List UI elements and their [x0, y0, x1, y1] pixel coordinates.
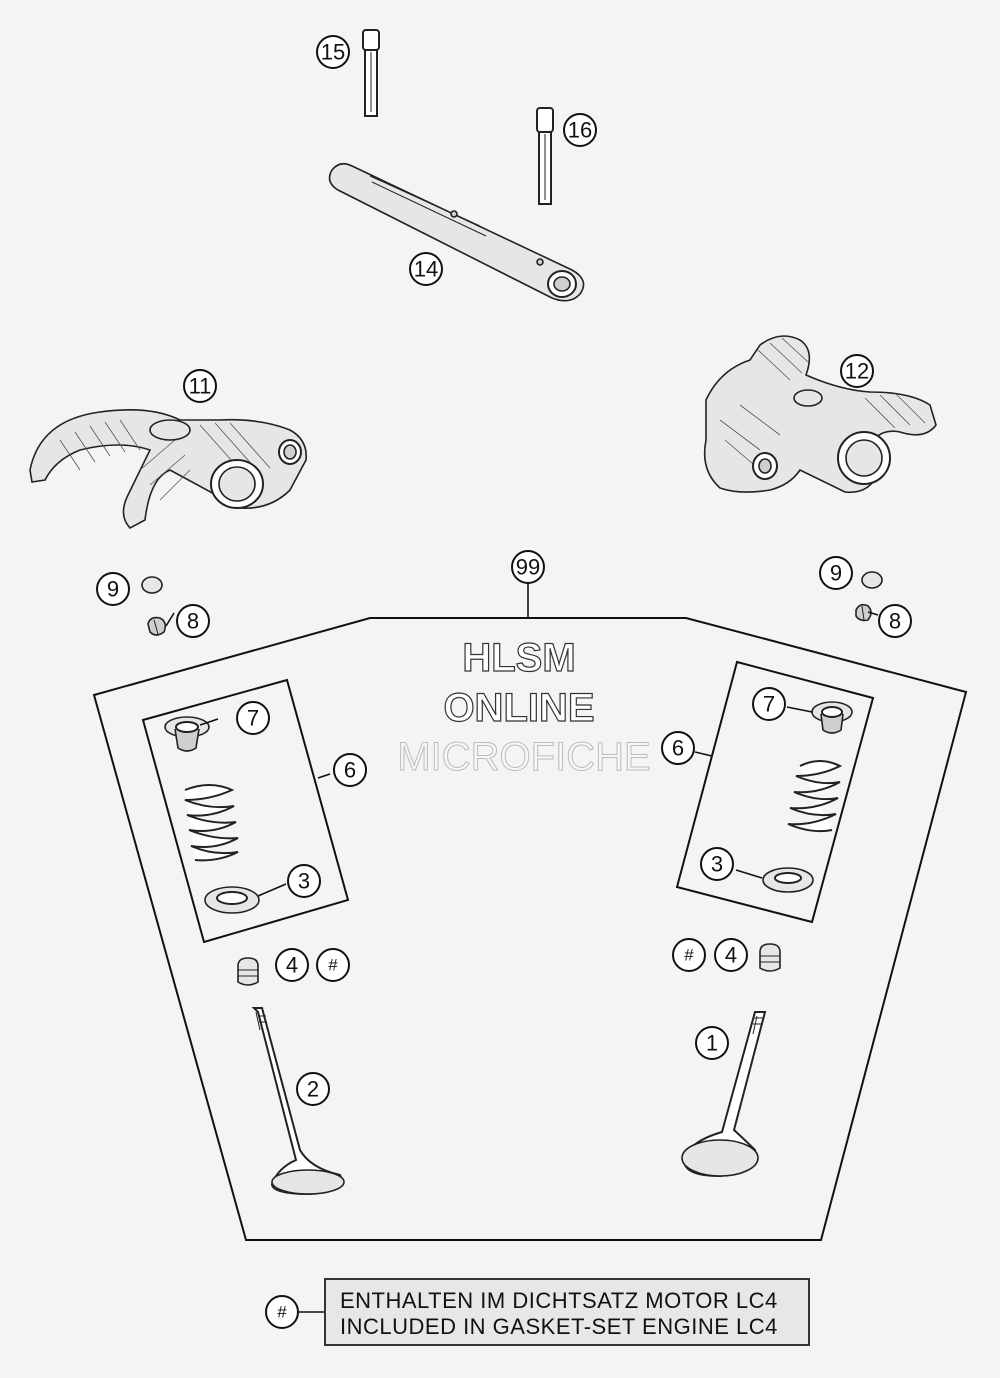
svg-text:#: # [684, 946, 694, 965]
svg-text:16: 16 [568, 118, 592, 143]
svg-text:3: 3 [711, 852, 723, 877]
watermark-line-2: ONLINE [443, 686, 594, 730]
bolt-16[interactable] [536, 107, 554, 205]
svg-text:2: 2 [307, 1077, 319, 1102]
callout-99: 99 [511, 550, 545, 584]
callout-8-left: 8 [176, 604, 210, 638]
cap-9-right[interactable] [861, 571, 883, 589]
valve-stem-seal-4-right[interactable] [759, 943, 781, 972]
legend-box: ENTHALTEN IM DICHTSATZ MOTOR LC4 INCLUDE… [324, 1278, 810, 1346]
kit-frame-99 [92, 582, 968, 1241]
callout-hash-left: # [316, 948, 350, 982]
watermark-line-1: HLSM [462, 636, 575, 680]
legend-line-german: ENTHALTEN IM DICHTSATZ MOTOR LC4 [340, 1288, 778, 1313]
callout-14: 14 [409, 252, 443, 286]
valve-spring-left[interactable] [184, 784, 239, 862]
svg-text:12: 12 [845, 359, 869, 384]
callout-16: 16 [563, 113, 597, 147]
callout-7-left: 7 [236, 701, 270, 735]
rocker-arm-12[interactable] [703, 335, 937, 494]
valve-spring-right[interactable] [787, 760, 843, 833]
collet-8-left[interactable] [147, 616, 167, 636]
callout-9-left: 9 [96, 572, 130, 606]
svg-text:9: 9 [107, 577, 119, 602]
spring-seat-3-right[interactable] [762, 867, 814, 893]
callout-9-right: 9 [819, 556, 853, 590]
callout-12: 12 [840, 354, 874, 388]
cap-9-left[interactable] [141, 576, 163, 594]
svg-text:8: 8 [187, 609, 199, 634]
svg-text:#: # [328, 956, 338, 975]
spring-set-frame-left [141, 678, 350, 944]
rocker-arm-11[interactable] [29, 408, 307, 529]
svg-text:6: 6 [672, 736, 684, 761]
callout-6-left: 6 [333, 753, 367, 787]
svg-text:11: 11 [189, 374, 212, 399]
svg-text:15: 15 [321, 40, 345, 65]
bolt-15[interactable] [362, 29, 380, 117]
callout-6-right: 6 [661, 731, 695, 765]
callout-15: 15 [316, 35, 350, 69]
callout-8-right: 8 [878, 604, 912, 638]
watermark: HLSM ONLINE MICROFICHE [397, 635, 651, 779]
spring-seat-3-left[interactable] [204, 886, 260, 914]
spring-retainer-7-left[interactable] [164, 716, 210, 752]
callout-7-right: 7 [752, 687, 786, 721]
svg-text:7: 7 [763, 692, 775, 717]
callout-hash-right: # [672, 938, 706, 972]
callout-1: 1 [695, 1026, 729, 1060]
leader-lines [165, 611, 879, 897]
callout-4-right: 4 [714, 938, 748, 972]
rocker-shaft-14[interactable] [328, 162, 585, 302]
callout-3-left: 3 [287, 864, 321, 898]
spring-retainer-7-right[interactable] [811, 701, 853, 734]
spring-set-frame-right [675, 660, 875, 924]
callout-11: 11 [183, 369, 217, 403]
svg-text:6: 6 [344, 758, 356, 783]
svg-text:3: 3 [298, 869, 310, 894]
callout-2: 2 [296, 1072, 330, 1106]
svg-text:9: 9 [830, 561, 842, 586]
svg-text:99: 99 [516, 555, 540, 580]
svg-text:#: # [277, 1303, 287, 1322]
legend-line-english: INCLUDED IN GASKET-SET ENGINE LC4 [340, 1314, 778, 1339]
svg-text:4: 4 [725, 943, 737, 968]
watermark-line-3: MICROFICHE [397, 735, 650, 779]
valve-1[interactable] [681, 1011, 767, 1178]
callout-3-right: 3 [700, 847, 734, 881]
svg-text:1: 1 [706, 1031, 718, 1056]
svg-text:8: 8 [889, 609, 901, 634]
valve-stem-seal-4-left[interactable] [237, 957, 259, 986]
svg-text:14: 14 [414, 257, 438, 282]
legend-hash-callout: # [265, 1295, 324, 1329]
svg-text:4: 4 [286, 953, 298, 978]
svg-text:7: 7 [247, 706, 259, 731]
valve-2[interactable] [251, 1007, 345, 1196]
callout-4-left: 4 [275, 948, 309, 982]
